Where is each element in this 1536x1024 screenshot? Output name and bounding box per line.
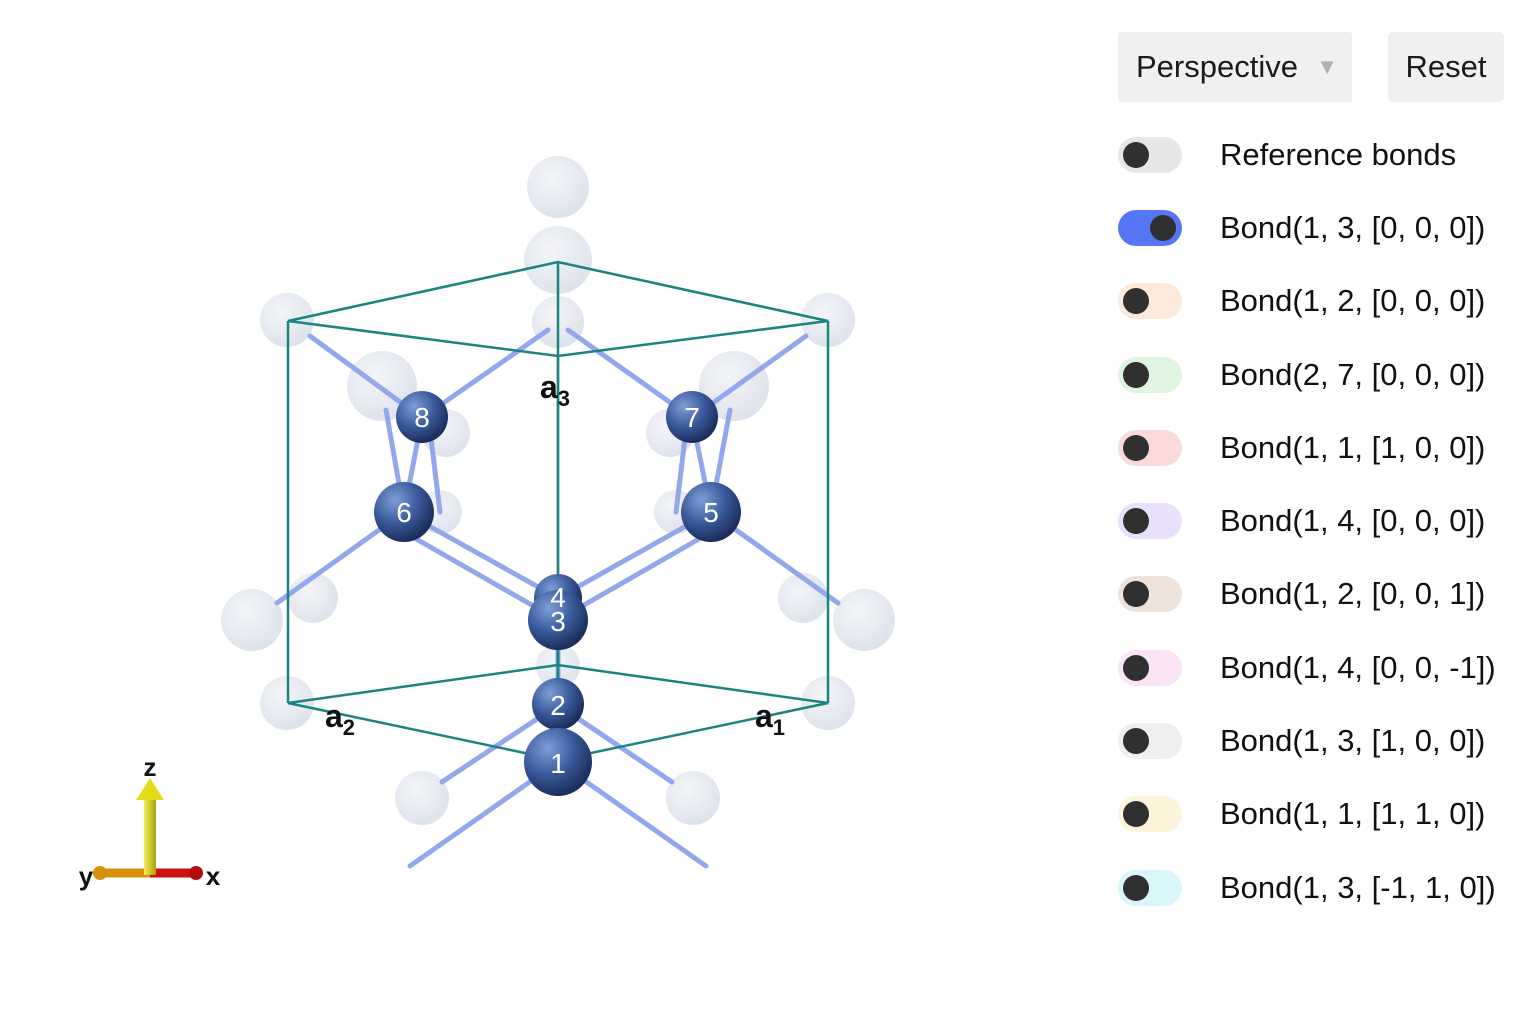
toggle-knob	[1123, 361, 1149, 388]
ghost-atom	[260, 293, 314, 347]
toggle-label: Bond(1, 2, [0, 0, 1])	[1220, 576, 1486, 612]
bond-toggle-row[interactable]: Bond(1, 4, [0, 0, 0])	[1118, 484, 1518, 557]
atom-label: 2	[550, 690, 566, 721]
atom-label: 1	[550, 748, 566, 779]
ghost-atom	[395, 771, 449, 825]
atoms	[374, 391, 741, 796]
atom-sphere[interactable]	[666, 391, 718, 443]
atom-sphere[interactable]	[374, 482, 434, 542]
atom-label: 3	[550, 606, 566, 637]
ghost-atom	[527, 156, 589, 218]
toggle-label: Bond(2, 7, [0, 0, 0])	[1220, 356, 1486, 392]
lattice-vector-labels: a1 a2 a3	[325, 369, 785, 740]
toggle-knob	[1123, 141, 1149, 168]
toggle-knob	[1150, 214, 1176, 241]
atom-label: 7	[684, 402, 700, 433]
atom-label: 6	[396, 497, 412, 528]
atom-sphere[interactable]	[681, 482, 741, 542]
lattice-label-a1: a1	[755, 698, 785, 740]
toggle-label: Bond(1, 4, [0, 0, -1])	[1220, 649, 1496, 685]
reset-button[interactable]: Reset	[1388, 32, 1504, 102]
bond-toggle-row[interactable]: Bond(1, 3, [0, 0, 0])	[1118, 191, 1518, 264]
atom-labels: 1 2 4 3 5 6 7 8	[396, 402, 719, 779]
toggle-switch[interactable]	[1118, 503, 1182, 540]
toggle-label: Bond(1, 1, [1, 0, 0])	[1220, 429, 1486, 465]
toggle-label: Bond(1, 3, [-1, 1, 0])	[1220, 869, 1496, 905]
toggle-switch[interactable]	[1118, 283, 1182, 320]
ghost-atom	[221, 589, 283, 651]
toggle-knob	[1123, 581, 1149, 608]
bond-toggle-row[interactable]: Reference bonds	[1118, 118, 1518, 191]
toggle-switch[interactable]	[1118, 209, 1182, 246]
z-axis-shaft	[144, 798, 156, 875]
toggle-switch[interactable]	[1118, 356, 1182, 393]
atom-label: 5	[703, 497, 719, 528]
controls-row: Perspective ▼ Reset	[1118, 32, 1518, 102]
atom-label: 4	[550, 582, 566, 613]
bond-toggle-row[interactable]: Bond(1, 3, [-1, 1, 0])	[1118, 851, 1518, 924]
x-axis-tip	[189, 866, 203, 880]
bond-toggle-row[interactable]: Bond(1, 2, [0, 0, 1])	[1118, 558, 1518, 631]
toggle-knob	[1123, 508, 1149, 535]
bond-toggle-row[interactable]: Bond(1, 3, [1, 0, 0])	[1118, 704, 1518, 777]
toggle-label: Bond(1, 1, [1, 1, 0])	[1220, 796, 1486, 832]
atom-sphere[interactable]	[532, 678, 584, 730]
bond	[673, 427, 689, 515]
bond-toggle-row[interactable]: Bond(1, 1, [1, 1, 0])	[1118, 778, 1518, 851]
projection-dropdown[interactable]: Perspective ▼	[1118, 32, 1352, 102]
atom-sphere[interactable]	[396, 391, 448, 443]
bond	[427, 427, 443, 515]
z-axis-tip	[136, 778, 164, 800]
toggle-switch[interactable]	[1118, 576, 1182, 613]
ghost-atom	[666, 771, 720, 825]
toggle-switch[interactable]	[1118, 796, 1182, 833]
axis-triad: z y x	[79, 752, 221, 891]
toggle-switch[interactable]	[1118, 429, 1182, 466]
toggle-knob	[1123, 874, 1149, 901]
y-axis-label: y	[79, 861, 94, 891]
atom-sphere[interactable]	[528, 590, 588, 650]
toggle-switch[interactable]	[1118, 136, 1182, 173]
toggle-label: Bond(1, 4, [0, 0, 0])	[1220, 503, 1486, 539]
bond-toggle-row[interactable]: Bond(1, 2, [0, 0, 0])	[1118, 265, 1518, 338]
toggle-knob	[1123, 728, 1149, 755]
z-axis-label: z	[144, 752, 157, 782]
toggle-label: Bond(1, 3, [1, 0, 0])	[1220, 723, 1486, 759]
crystal-viewer-canvas[interactable]: 1 2 4 3 5 6 7 8 a1 a2 a3 z y x	[0, 0, 1080, 1024]
bond-toggle-row[interactable]: Bond(1, 1, [1, 0, 0])	[1118, 411, 1518, 484]
x-axis-label: x	[206, 861, 221, 891]
toggle-label: Bond(1, 3, [0, 0, 0])	[1220, 209, 1486, 245]
toggle-knob	[1123, 801, 1149, 828]
atom-label: 8	[414, 402, 430, 433]
lattice-label-a3: a3	[540, 369, 570, 411]
toggle-switch[interactable]	[1118, 723, 1182, 760]
ghost-atom	[288, 573, 338, 623]
toggle-knob	[1123, 434, 1149, 461]
projection-dropdown-label: Perspective	[1136, 49, 1298, 84]
toggle-label: Reference bonds	[1220, 136, 1457, 172]
lattice-label-a2: a2	[325, 698, 355, 740]
ghost-atom	[524, 226, 592, 294]
caret-down-icon: ▼	[1316, 54, 1338, 79]
atom-sphere[interactable]	[524, 728, 592, 796]
toggle-switch[interactable]	[1118, 869, 1182, 906]
ghost-atom	[833, 589, 895, 651]
y-axis-tip	[93, 866, 107, 880]
toggle-label: Bond(1, 2, [0, 0, 0])	[1220, 283, 1486, 319]
bond-toggle-row[interactable]: Bond(1, 4, [0, 0, -1])	[1118, 631, 1518, 704]
toggle-switch[interactable]	[1118, 649, 1182, 686]
toggle-knob	[1123, 288, 1149, 315]
bond-toggle-row[interactable]: Bond(2, 7, [0, 0, 0])	[1118, 338, 1518, 411]
toggle-knob	[1123, 654, 1149, 681]
